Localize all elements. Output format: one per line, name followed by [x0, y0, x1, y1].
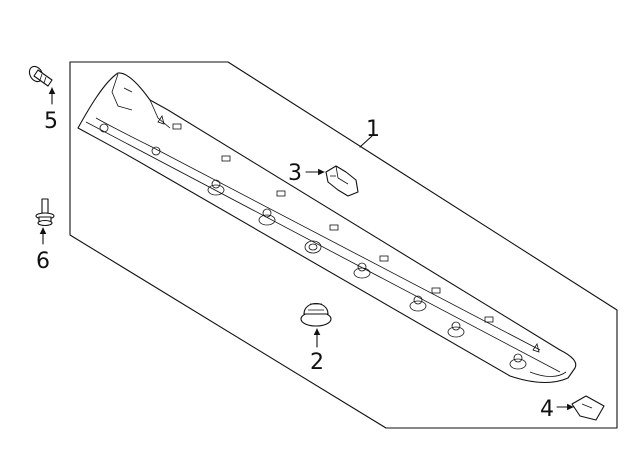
leader-lines: [39, 87, 574, 411]
retainer-clip-part: [325, 165, 359, 197]
nut-clip-part: [571, 395, 605, 421]
stud-part: [35, 198, 55, 227]
screw-part: [28, 65, 53, 87]
callout-1: 1: [366, 117, 380, 142]
rocker-molding: [77, 72, 577, 384]
molding-clips: [99, 123, 527, 370]
callout-6: 6: [36, 249, 50, 274]
callout-5: 5: [44, 109, 58, 134]
assembly-frame: [69, 61, 618, 429]
callout-3: 3: [288, 161, 302, 186]
callout-2: 2: [310, 350, 324, 375]
callout-4: 4: [540, 397, 554, 422]
push-clip-part: [300, 302, 332, 327]
